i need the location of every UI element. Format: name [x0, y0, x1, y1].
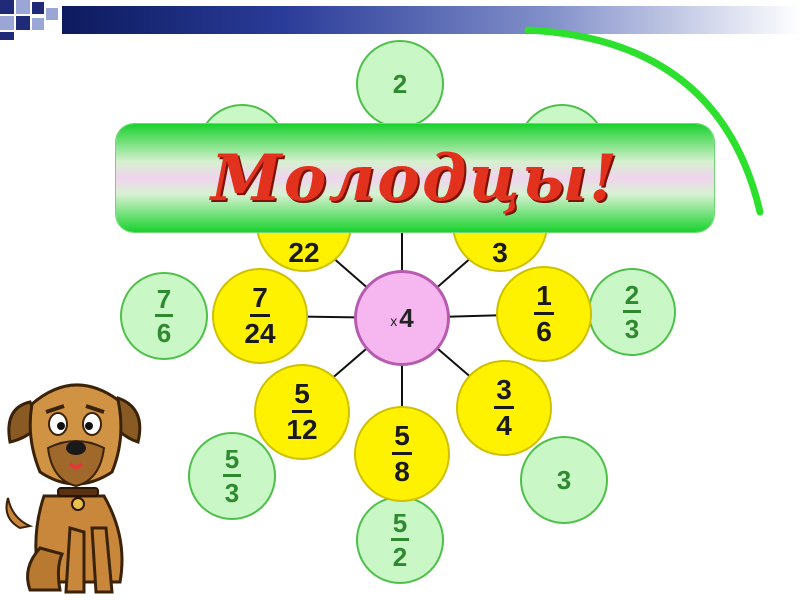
- numerator: 7: [250, 284, 270, 317]
- outer-circle-lower-right: 3: [520, 436, 608, 524]
- numerator: 5: [392, 422, 412, 455]
- top-decoration-bar: [0, 0, 800, 40]
- denominator: 3: [492, 237, 508, 268]
- denominator: 8: [394, 456, 410, 487]
- center-multiplier: 4: [399, 302, 414, 333]
- denominator: 6: [536, 316, 552, 347]
- numerator: 5: [222, 446, 242, 477]
- numerator: 5: [292, 380, 312, 413]
- numerator: 1: [534, 282, 554, 315]
- numerator: 2: [622, 282, 642, 313]
- numerator: 3: [494, 376, 514, 409]
- denominator: 12: [286, 414, 318, 445]
- multiply-operator: x: [390, 313, 398, 329]
- numerator: 7: [154, 286, 174, 317]
- denominator: 22: [288, 237, 320, 268]
- numerator: 5: [390, 510, 410, 541]
- dog-illustration: [5, 383, 142, 594]
- outer-circle-top: 2: [356, 40, 444, 128]
- denominator: 3: [224, 478, 240, 508]
- denominator: 6: [156, 318, 172, 348]
- denominator: 4: [496, 410, 512, 441]
- center-circle: x 4: [354, 270, 450, 366]
- banner-text: Молодцы!: [210, 140, 620, 216]
- denominator: 2: [392, 542, 408, 572]
- outer-top-value: 2: [392, 68, 408, 99]
- praise-banner: Молодцы!: [116, 124, 714, 232]
- denominator: 3: [624, 314, 640, 344]
- denominator: 24: [244, 318, 276, 349]
